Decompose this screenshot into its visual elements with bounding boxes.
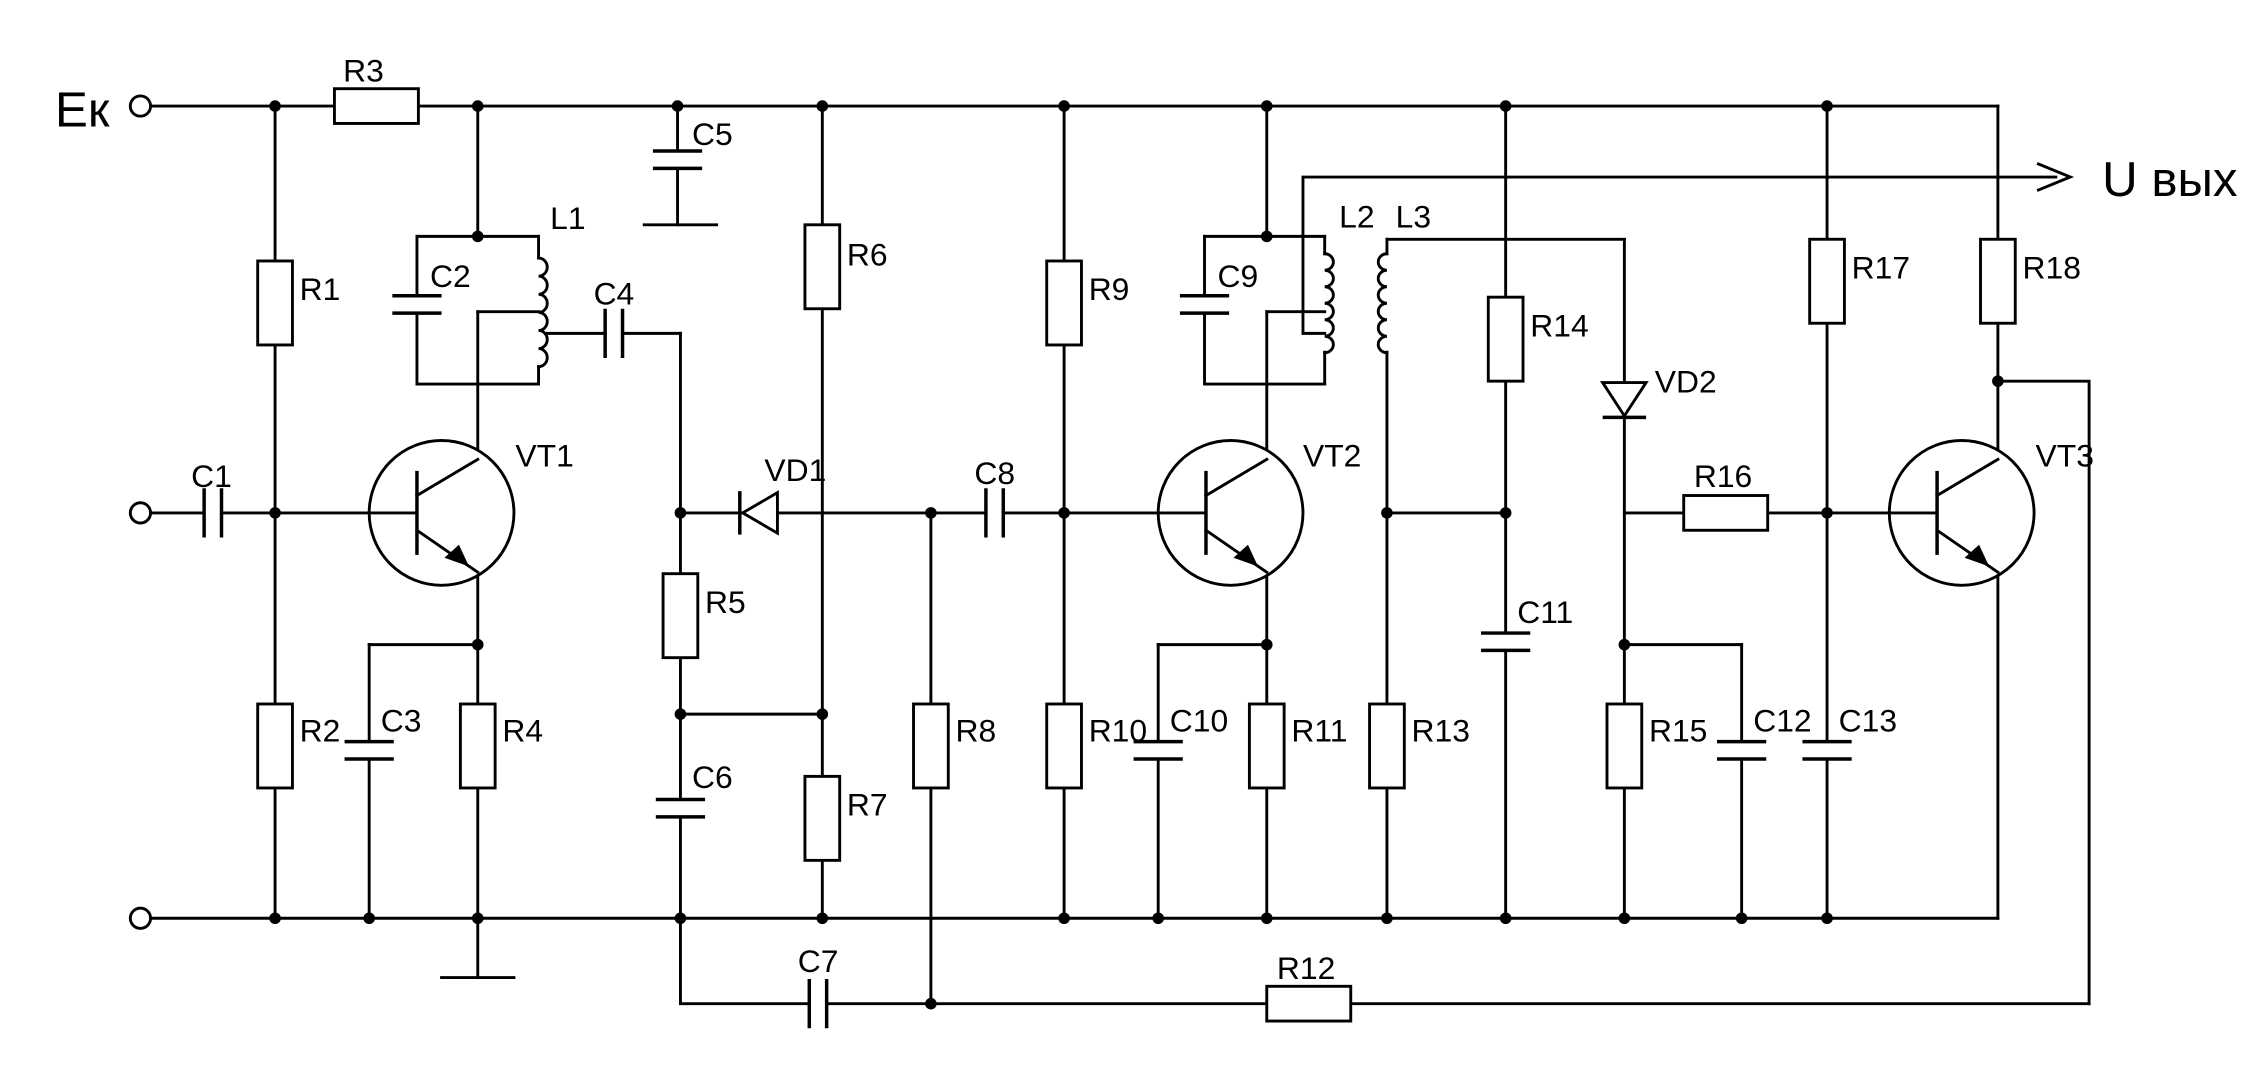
- labels: Eк U вых R3 R1 R2 R4 R5 R6 R7 R8 R9 R10 …: [55, 52, 2238, 986]
- resistor-r17: [1808, 237, 1846, 325]
- ground-terminal: [128, 906, 153, 930]
- label-r12: R12: [1277, 950, 1335, 986]
- resistor-r13: [1368, 702, 1406, 790]
- resistor-r16: [1682, 494, 1770, 532]
- capacitor-c4: [603, 307, 625, 360]
- transistors: [367, 439, 2036, 587]
- diodes: [738, 381, 1649, 536]
- resistor-r15: [1605, 702, 1644, 790]
- inductors: [537, 252, 1389, 369]
- label-c8: C8: [974, 455, 1015, 491]
- label-vd1: VD1: [764, 452, 826, 488]
- label-c12: C12: [1753, 702, 1811, 738]
- label-r8: R8: [956, 713, 997, 749]
- terminals: [128, 94, 153, 930]
- label-r9: R9: [1089, 271, 1130, 307]
- label-c10: C10: [1170, 702, 1228, 738]
- label-vd2: VD2: [1655, 364, 1717, 400]
- capacitor-c3: [344, 739, 394, 761]
- junctions: [269, 100, 2004, 1010]
- capacitor-c8: [984, 486, 1006, 539]
- capacitor-c12: [1717, 739, 1767, 761]
- label-r5: R5: [705, 584, 746, 620]
- resistor-r1: [256, 259, 294, 347]
- label-c1: C1: [191, 458, 232, 494]
- label-l1: L1: [550, 200, 585, 236]
- label-l3: L3: [1396, 199, 1431, 235]
- label-r1: R1: [300, 271, 341, 307]
- label-r14: R14: [1530, 307, 1588, 343]
- label-l2: L2: [1339, 199, 1374, 235]
- label-r4: R4: [502, 713, 543, 749]
- resistor-r14: [1486, 295, 1525, 383]
- label-vt2: VT2: [1303, 438, 1361, 474]
- capacitor-c7: [807, 977, 829, 1030]
- inductor-l1: [537, 256, 549, 369]
- output-label: U вых: [2102, 152, 2238, 207]
- diode-vd1: [738, 490, 779, 536]
- label-r2: R2: [300, 713, 341, 749]
- label-c11: C11: [1517, 594, 1573, 630]
- label-vt1: VT1: [515, 438, 573, 474]
- resistor-r6: [803, 223, 842, 311]
- transistor-vt1: [367, 439, 516, 587]
- label-c5: C5: [692, 116, 733, 152]
- label-c4: C4: [594, 275, 635, 311]
- label-r11: R11: [1291, 713, 1347, 749]
- transistor-vt2: [1156, 439, 1305, 587]
- label-c2: C2: [430, 258, 471, 294]
- capacitor-c5: [652, 149, 703, 171]
- label-c13: C13: [1839, 702, 1897, 738]
- resistor-r4: [458, 702, 497, 790]
- resistor-r18: [1979, 237, 2017, 325]
- resistor-r7: [803, 774, 842, 862]
- supply-label: Eк: [55, 82, 110, 137]
- resistor-r9: [1045, 259, 1083, 347]
- capacitor-c1: [202, 485, 224, 541]
- inductor-l3: [1376, 252, 1389, 355]
- label-r6: R6: [847, 236, 888, 272]
- resistor-r10: [1045, 702, 1083, 790]
- label-r13: R13: [1412, 713, 1470, 749]
- label-c9: C9: [1218, 258, 1259, 294]
- resistor-r2: [256, 702, 294, 790]
- capacitors: [202, 149, 1852, 1030]
- label-r7: R7: [847, 786, 888, 822]
- label-r15: R15: [1649, 713, 1707, 749]
- capacitor-c10: [1133, 739, 1183, 761]
- resistor-r3: [332, 87, 420, 125]
- input-terminal: [128, 501, 153, 525]
- label-c7: C7: [798, 943, 839, 979]
- capacitor-c6: [655, 797, 706, 819]
- resistor-r8: [912, 702, 950, 790]
- resistor-r5: [661, 572, 700, 660]
- resistor-r12: [1265, 984, 1353, 1023]
- diode-vd2: [1599, 381, 1649, 420]
- label-r3: R3: [343, 52, 384, 88]
- resistor-r11: [1247, 702, 1286, 790]
- label-vt3: VT3: [2036, 438, 2094, 474]
- wires: [149, 104, 2091, 1006]
- capacitor-c9: [1179, 293, 1230, 315]
- label-r16: R16: [1694, 458, 1752, 494]
- label-r10: R10: [1089, 713, 1147, 749]
- label-c3: C3: [381, 702, 422, 738]
- label-r18: R18: [2022, 249, 2080, 285]
- capacitor-c2: [392, 293, 442, 315]
- capacitor-c13: [1802, 739, 1852, 761]
- supply-terminal: [128, 94, 153, 118]
- label-r17: R17: [1852, 249, 1910, 285]
- inductor-l2: [1323, 252, 1335, 355]
- label-c6: C6: [692, 759, 733, 795]
- capacitor-c11: [1481, 631, 1531, 653]
- resistors: [256, 87, 2017, 1023]
- transistor-vt3: [1887, 439, 2036, 587]
